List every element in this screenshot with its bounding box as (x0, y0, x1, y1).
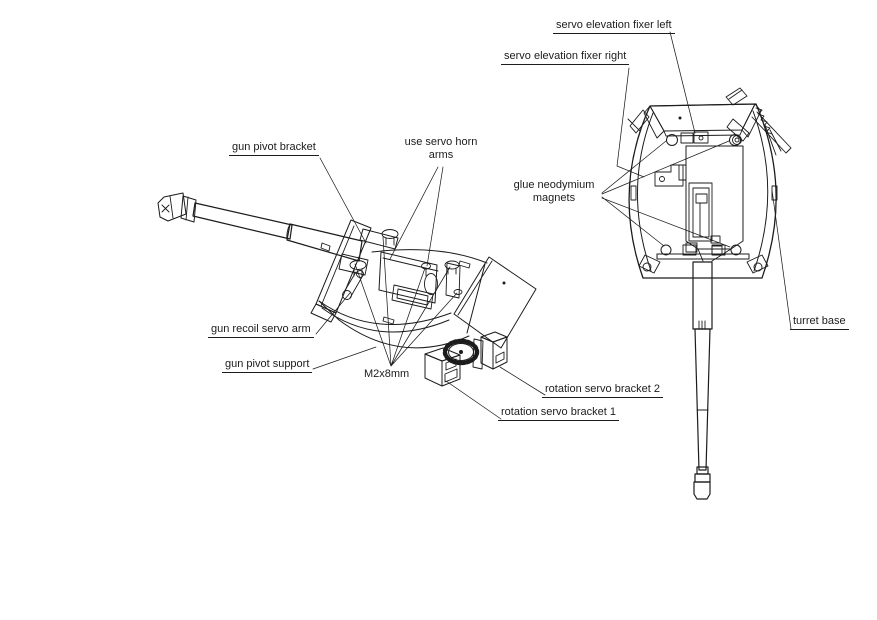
label-glue-neodymium-magnets-line2: magnets (532, 192, 576, 205)
leader-rotation-servo-bracket-1 (446, 381, 501, 419)
label-glue-neodymium-magnets-line1: glue neodymium (513, 179, 595, 191)
side-plate (446, 257, 536, 348)
label-use-servo-horn-arms-line2: arms (428, 149, 454, 162)
leader-magnets (602, 141, 730, 247)
leader-gun-pivot-support (313, 347, 376, 369)
leader-gun-recoil-servo-arm (316, 293, 350, 334)
label-glue-neodymium-magnets: glue neodymium magnets (508, 179, 600, 205)
servo-elevation-fixer-left-part (628, 110, 649, 133)
label-gun-recoil-servo-arm: gun recoil servo arm (208, 323, 314, 339)
turret-hatch (726, 88, 747, 105)
leader-servo-elevation-fixer-left (670, 32, 695, 133)
rack-teeth (752, 108, 791, 155)
label-turret-base: turret base (790, 315, 849, 331)
turret-hull (629, 104, 776, 278)
leader-servo-elevation-fixer-right (617, 68, 644, 177)
label-servo-elevation-fixer-right: servo elevation fixer right (501, 50, 630, 66)
rotation-servo-bracket-1-part (425, 348, 460, 386)
turret-center-block (631, 146, 777, 261)
leader-servo-horn-b (427, 167, 443, 266)
leader-gun-pivot-bracket (320, 158, 366, 243)
label-use-servo-horn-arms-line1: use servo horn (404, 136, 478, 148)
label-rotation-servo-bracket-2: rotation servo bracket 2 (542, 383, 663, 399)
gun-recoil-servo-arm-part (343, 271, 364, 300)
label-rotation-servo-bracket-1: rotation servo bracket 1 (498, 406, 619, 422)
leader-turret-base (772, 190, 791, 329)
m2-screws (350, 230, 462, 295)
turret-gun-barrel-top-view (693, 262, 712, 499)
label-servo-elevation-fixer-left: servo elevation fixer left (553, 19, 675, 35)
turret-bottom-rail (639, 245, 768, 273)
gun-assembly-drawing (158, 193, 536, 386)
turret-base-drawing (628, 88, 791, 499)
magnet-positions (661, 132, 741, 255)
leader-lines (313, 32, 791, 419)
rotation-servo-bracket-2-part (473, 332, 507, 369)
servo-body (379, 252, 438, 309)
label-gun-pivot-bracket: gun pivot bracket (229, 141, 319, 157)
label-use-servo-horn-arms: use servo horn arms (400, 136, 482, 162)
leader-rotation-servo-bracket-2 (500, 367, 545, 395)
label-gun-pivot-support: gun pivot support (222, 358, 313, 374)
gun-barrel (193, 203, 362, 261)
label-m2x8mm: M2x8mm (364, 368, 410, 380)
turret-top-plate (644, 104, 761, 138)
rotation-gear (445, 341, 477, 363)
muzzle-brake (158, 193, 196, 222)
leader-m2x8mm (355, 237, 457, 366)
leader-servo-horn-a (390, 167, 438, 259)
